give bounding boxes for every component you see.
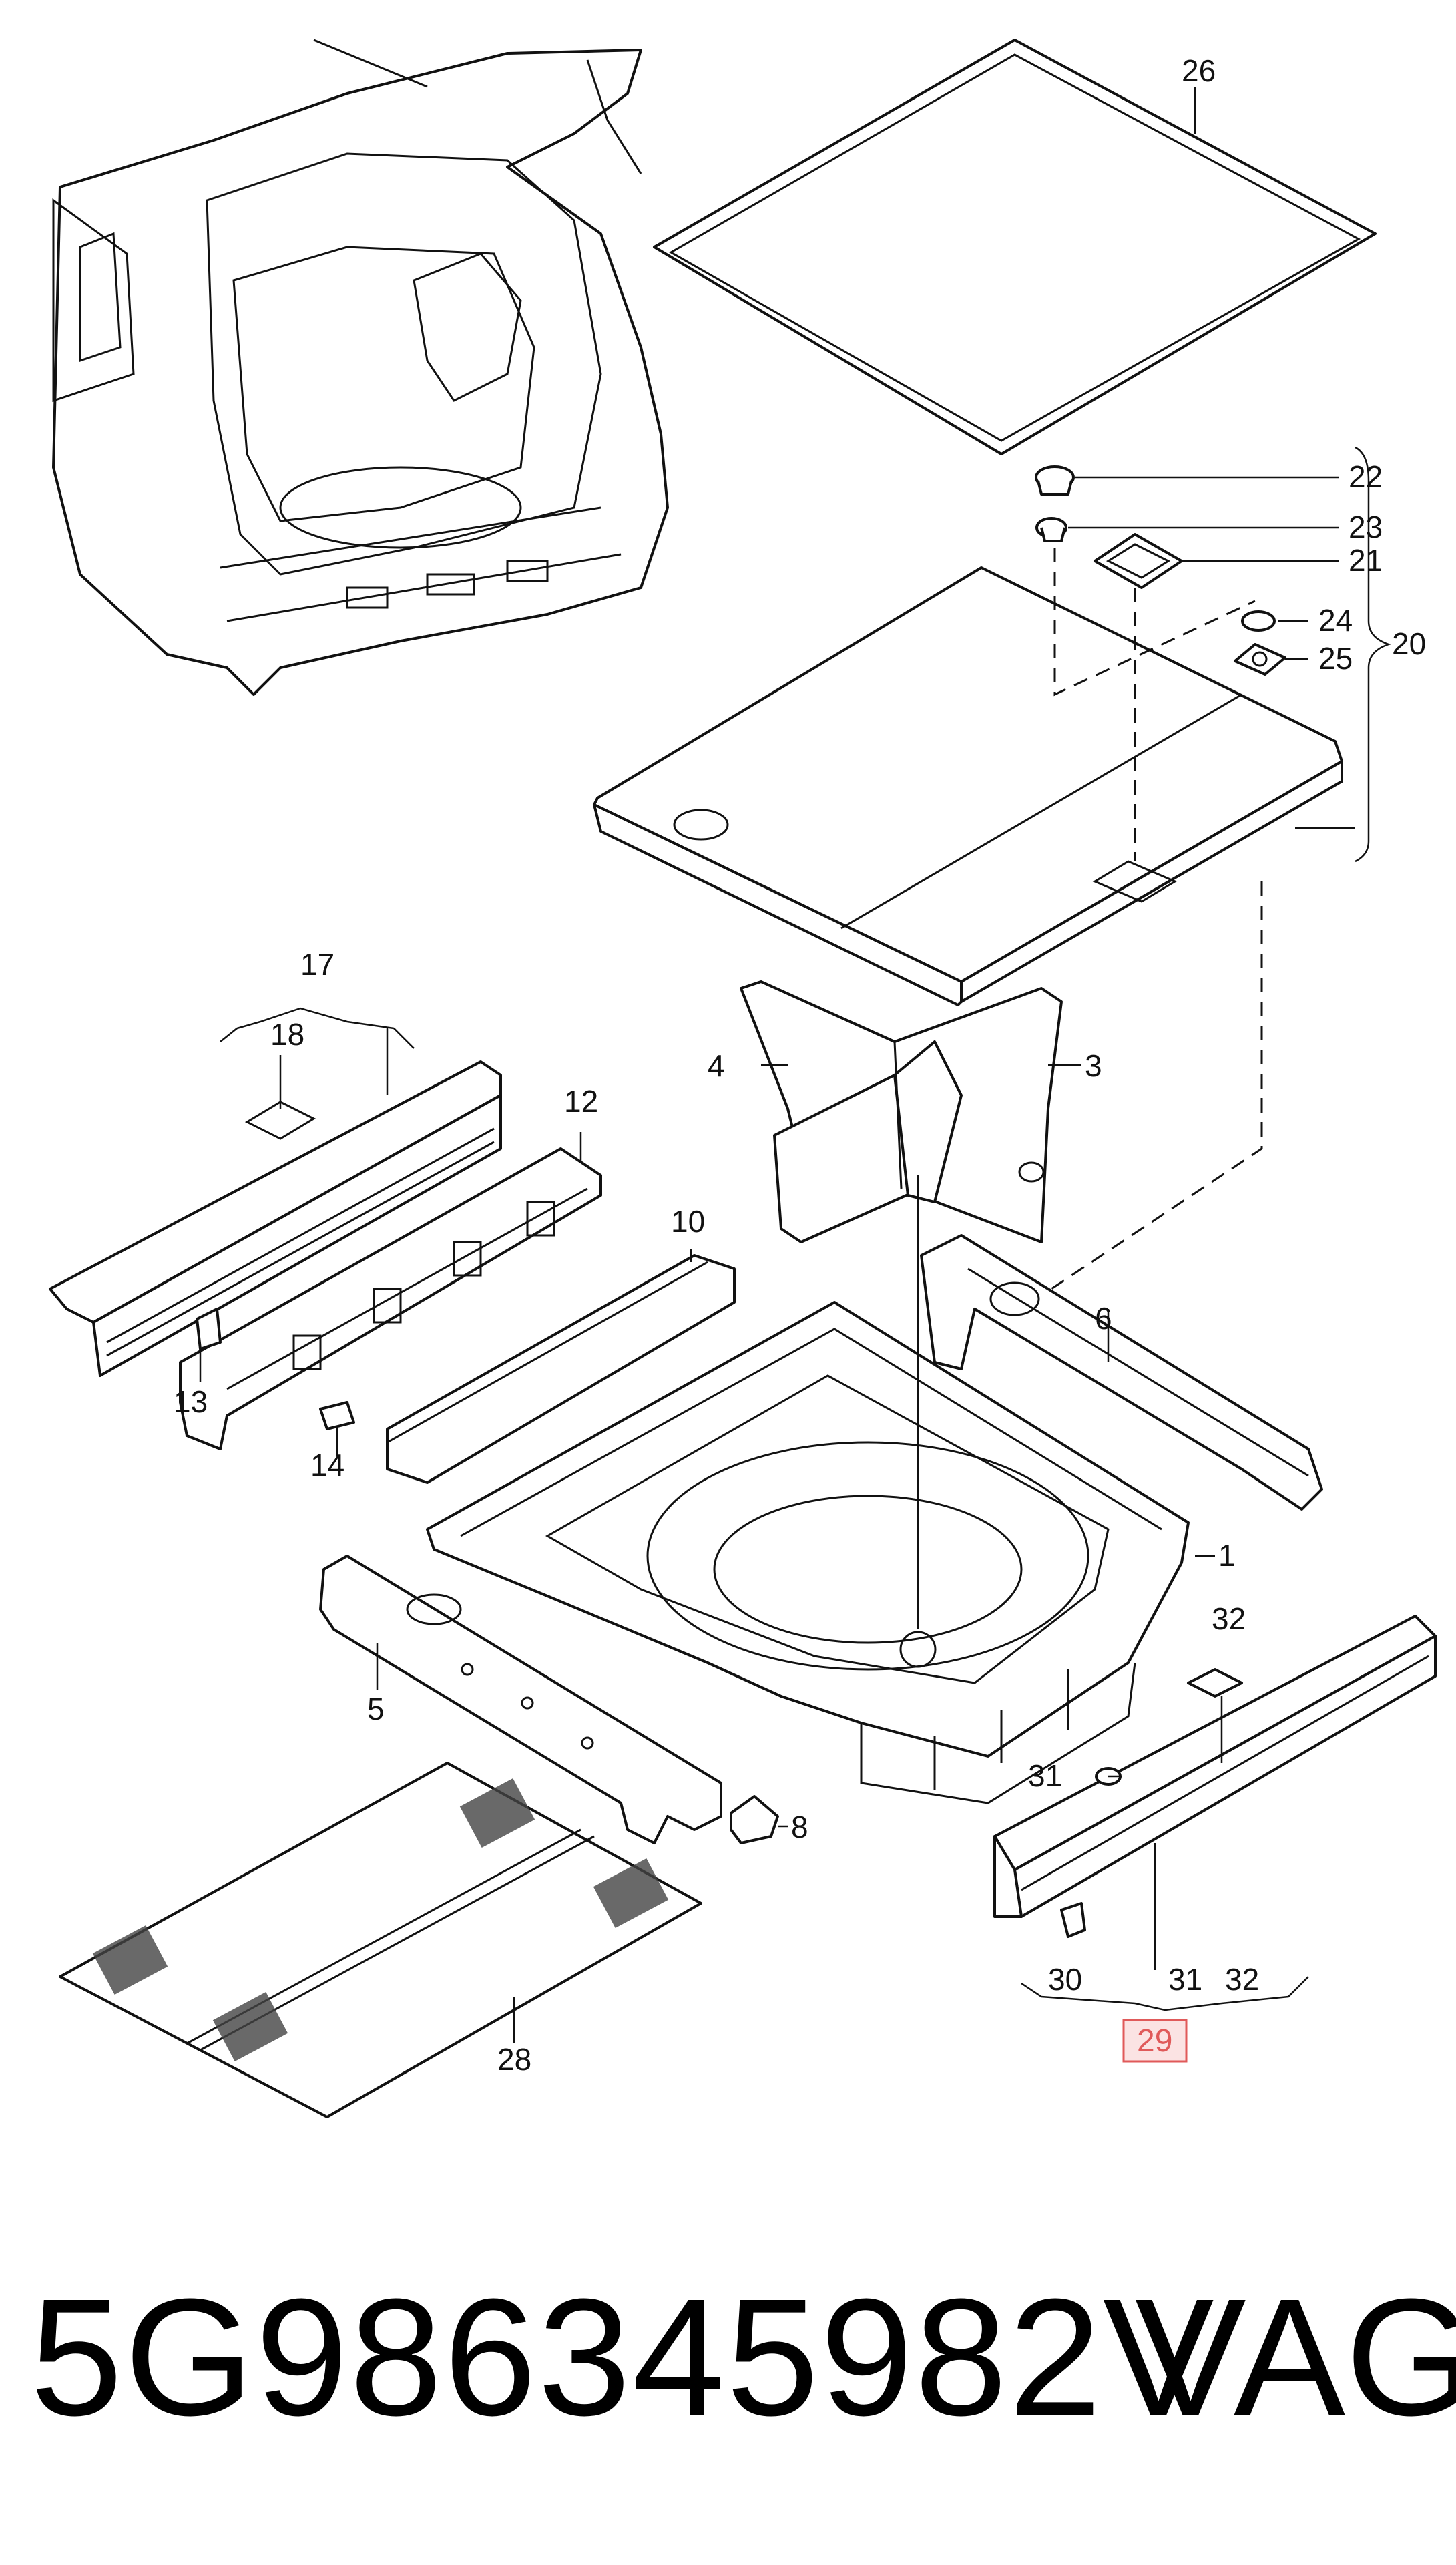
- label-22: 22: [1349, 459, 1383, 494]
- label-31-top: 31: [1028, 1758, 1062, 1793]
- label-8: 8: [791, 1810, 808, 1844]
- label-13: 13: [174, 1384, 208, 1419]
- label-28: 28: [497, 2042, 531, 2077]
- label-12: 12: [564, 1084, 598, 1119]
- part-8-clip: [730, 1795, 788, 1844]
- clips-group: [1035, 446, 1391, 863]
- car-rear-illustration: [52, 39, 669, 696]
- part-number: 5G986345982V: [30, 2264, 1216, 2450]
- part-labels: 26 22 23 21 24 25 20 17 18 4 3 12 10 6 1…: [174, 53, 1426, 2077]
- part-10-crossbar: [386, 1249, 736, 1484]
- label-26: 26: [1182, 53, 1216, 88]
- part-28-cargo-net: [59, 1762, 702, 2118]
- label-17: 17: [300, 947, 334, 982]
- label-3: 3: [1085, 1048, 1102, 1083]
- part-3-4-insert: [740, 881, 1263, 1310]
- label-31-bottom: 31: [1168, 1962, 1202, 1997]
- label-18: 18: [270, 1017, 304, 1052]
- label-23: 23: [1349, 510, 1383, 544]
- label-6: 6: [1095, 1301, 1112, 1336]
- part-5-side-rail: [319, 1555, 722, 1844]
- label-1: 1: [1218, 1538, 1236, 1573]
- label-25: 25: [1318, 641, 1353, 676]
- label-10: 10: [671, 1204, 705, 1239]
- part-1-wheel-well: [426, 1175, 1215, 1804]
- label-30: 30: [1048, 1962, 1082, 1997]
- label-32-bottom: 32: [1225, 1962, 1259, 1997]
- part-29-sill-trim: [993, 1615, 1437, 2011]
- label-21: 21: [1349, 543, 1383, 578]
- highlight-callout-29: 29: [1122, 2019, 1188, 2063]
- part-17-rail: [49, 1007, 502, 1377]
- label-5: 5: [367, 1692, 385, 1726]
- label-14: 14: [310, 1448, 344, 1483]
- part-13-14-fasteners: [196, 1308, 355, 1456]
- label-20: 20: [1392, 626, 1426, 661]
- brand-name: VAG: [1135, 2264, 1456, 2450]
- footer: 5G986345982V VAG: [0, 2257, 1456, 2457]
- part-20-floor-board: [593, 548, 1355, 1006]
- label-4: 4: [708, 1048, 725, 1083]
- label-32-top: 32: [1212, 1601, 1246, 1636]
- part-6-support: [920, 1234, 1323, 1511]
- label-24: 24: [1318, 603, 1353, 638]
- label-29: 29: [1137, 2023, 1172, 2059]
- part-12-bracket: [179, 1132, 602, 1450]
- part-26-cover: [653, 39, 1377, 455]
